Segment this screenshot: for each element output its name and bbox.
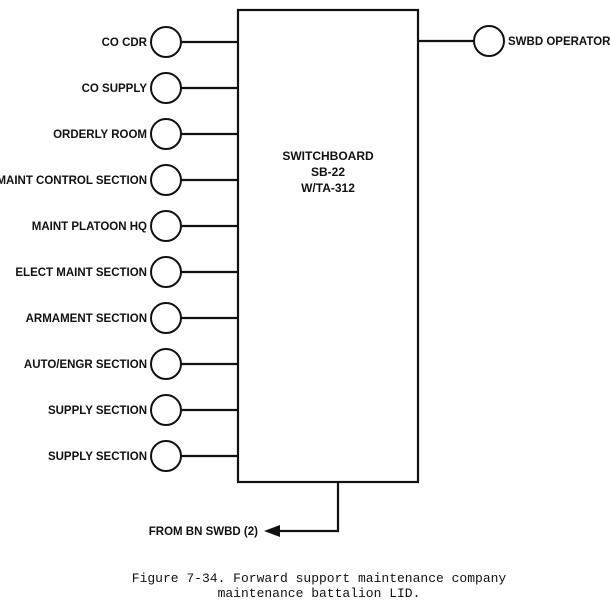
station-terminal <box>150 256 182 288</box>
station-terminal <box>150 26 182 58</box>
figure-caption-line-1: Figure 7-34. Forward support maintenance… <box>131 571 507 586</box>
station-terminal <box>150 394 182 426</box>
trunk-label: FROM BN SWBD (2) <box>149 526 258 538</box>
station-terminal <box>150 210 182 242</box>
operator-label: SWBD OPERATOR <box>508 36 610 48</box>
station-list: CO CDR CO SUPPLY ORDERLY ROOM MAINT CONTROL… <box>0 26 238 472</box>
station-label: MAINT PLATOON HQ <box>32 221 147 233</box>
switchboard-diagram: SWITCHBOARD SB-22 W/TA-312 SWBD OPERATOR… <box>0 8 610 538</box>
station-label: MAINT CONTROL SECTION <box>0 175 147 187</box>
station-label: ORDERLY ROOM <box>53 129 147 141</box>
station-label: SUPPLY SECTION <box>48 405 147 417</box>
station-label: CO SUPPLY <box>82 83 148 95</box>
trunk-connector <box>278 482 340 533</box>
station-label: SUPPLY SECTION <box>48 451 147 463</box>
switchboard-label-1: SWITCHBOARD <box>282 149 374 163</box>
trunk-arrowhead <box>264 525 280 537</box>
switchboard-box <box>236 8 420 484</box>
figure-caption-line-2: maintenance battalion LID. <box>217 586 421 601</box>
station-label: ARMAMENT SECTION <box>26 313 147 325</box>
station-label: CO CDR <box>102 37 148 49</box>
station-terminal <box>150 118 182 150</box>
station-terminal <box>150 348 182 380</box>
switchboard-label-3: W/TA-312 <box>301 181 355 195</box>
operator-terminal <box>473 25 505 57</box>
station-terminal <box>150 164 182 196</box>
station-label: ELECT MAINT SECTION <box>15 267 147 279</box>
station-label: AUTO/ENGR SECTION <box>24 359 147 371</box>
station-terminal <box>150 302 182 334</box>
station-terminal <box>150 440 182 472</box>
switchboard-label-2: SB-22 <box>311 165 345 179</box>
station-terminal <box>150 72 182 104</box>
